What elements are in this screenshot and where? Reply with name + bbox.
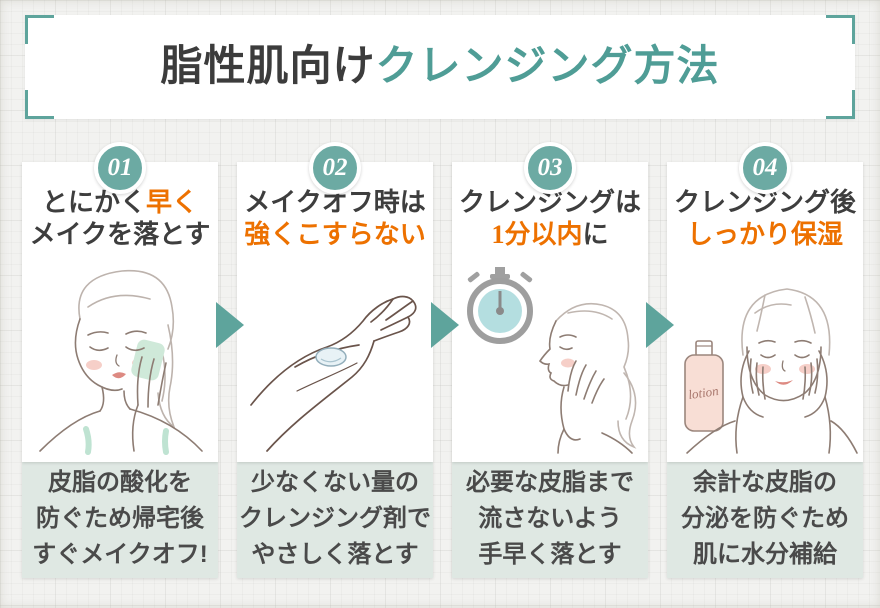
step-heading: とにかく早く メイクを落とす bbox=[22, 187, 218, 251]
caption-line: 分泌を防ぐため bbox=[681, 505, 849, 532]
caption-line: クレンジング剤で bbox=[239, 505, 431, 532]
title-banner: 脂性肌向けクレンジング方法 bbox=[25, 15, 855, 119]
step-heading-line: 強くこすらない bbox=[244, 220, 426, 249]
step-number-badge: 02 bbox=[309, 142, 361, 194]
step-number-badge: 01 bbox=[94, 142, 146, 194]
step-card: とにかく早く メイクを落とす bbox=[22, 162, 218, 462]
step-number-badge: 03 bbox=[524, 142, 576, 194]
woman-wiping-face-illustration bbox=[39, 269, 203, 455]
step-heading-line: しっかり保湿 bbox=[686, 220, 843, 249]
corner-bracket-icon bbox=[826, 90, 855, 119]
step-caption: 少なくない量の クレンジング剤で やさしく落とす bbox=[237, 462, 433, 578]
step-heading: クレンジングは 1分以内に bbox=[452, 187, 648, 251]
hand-with-cleanser-illustration bbox=[250, 295, 417, 452]
step-column-1: 01 とにかく早く メイクを落とす bbox=[22, 142, 218, 578]
corner-bracket-icon bbox=[25, 15, 54, 44]
lotion-bottle-icon: lotion bbox=[684, 340, 724, 432]
step-caption: 皮脂の酸化を 防ぐため帰宅後 すぐメイクオフ! bbox=[22, 462, 218, 578]
step-card: クレンジングは 1分以内に bbox=[452, 162, 648, 462]
step-heading-line: 1分以内に bbox=[491, 220, 609, 249]
caption-line: 手早く落とす bbox=[478, 541, 622, 568]
corner-bracket-icon bbox=[826, 15, 855, 44]
step-caption: 余計な皮脂の 分泌を防ぐため 肌に水分補給 bbox=[667, 462, 863, 578]
page-title: 脂性肌向けクレンジング方法 bbox=[160, 15, 719, 119]
page-title-plain: 脂性肌向け bbox=[160, 44, 376, 90]
caption-line: 防ぐため帰宅後 bbox=[36, 505, 204, 532]
step-heading-line: とにかく早く bbox=[41, 188, 199, 217]
next-step-arrow-icon bbox=[646, 302, 674, 348]
caption-line: 必要な皮脂まで bbox=[466, 469, 634, 496]
stopwatch-woman-washing-illustration bbox=[467, 267, 637, 454]
step-column-2: 02 メイクオフ時は 強くこすらない bbox=[237, 142, 433, 578]
caption-line: 少なくない量の bbox=[251, 469, 419, 496]
caption-line: やさしく落とす bbox=[251, 541, 419, 568]
next-step-arrow-icon bbox=[216, 302, 244, 348]
lotion-woman-moisturizing-illustration: lotion bbox=[684, 288, 858, 454]
caption-line: 余計な皮脂の bbox=[693, 469, 837, 496]
step-card: クレンジング後 しっかり保湿 lotion bbox=[667, 162, 863, 462]
step-caption: 必要な皮脂まで 流さないよう 手早く落とす bbox=[452, 462, 648, 578]
step-column-4: 04 クレンジング後 しっかり保湿 lotion bbox=[667, 142, 863, 578]
caption-line: すぐメイクオフ! bbox=[32, 541, 208, 568]
step-number-badge: 04 bbox=[739, 142, 791, 194]
caption-line: 流さないよう bbox=[478, 505, 622, 532]
step-heading: クレンジング後 しっかり保湿 bbox=[667, 187, 863, 251]
caption-line: 肌に水分補給 bbox=[693, 541, 837, 568]
next-step-arrow-icon bbox=[431, 302, 459, 348]
caption-line: 皮脂の酸化を bbox=[48, 469, 192, 496]
corner-bracket-icon bbox=[25, 90, 54, 119]
stopwatch-icon bbox=[467, 267, 533, 344]
page-title-accent: クレンジング方法 bbox=[375, 44, 720, 90]
step-card: メイクオフ時は 強くこすらない bbox=[237, 162, 433, 462]
step-heading: メイクオフ時は 強くこすらない bbox=[237, 187, 433, 251]
bottle-label: lotion bbox=[687, 383, 719, 402]
step-column-3: 03 クレンジングは 1分以内に bbox=[452, 142, 648, 578]
step-heading-line: メイクを落とす bbox=[29, 220, 211, 249]
